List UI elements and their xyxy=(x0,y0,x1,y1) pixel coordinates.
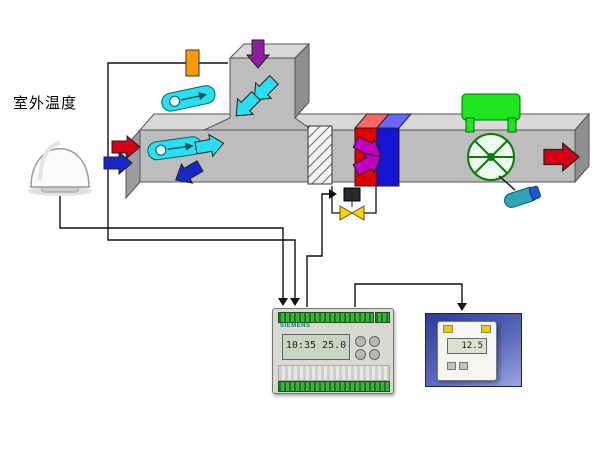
controller-button xyxy=(369,349,380,360)
room-unit-lcd: 12.5 xyxy=(447,338,487,354)
controller-button xyxy=(355,349,366,360)
damper-actuator-box xyxy=(185,49,200,77)
room-unit-panel: 12.5 xyxy=(425,313,522,387)
controller-terminal-strip xyxy=(375,312,390,323)
room-unit: 12.5 xyxy=(437,321,497,381)
valve-pipe xyxy=(331,186,340,214)
controller-terminal-labels xyxy=(278,365,390,381)
valve-actuator xyxy=(343,187,361,202)
fan-belt xyxy=(498,175,516,191)
air-filter xyxy=(307,125,333,185)
arrowhead-down-icon xyxy=(278,298,288,306)
valve-body-icon xyxy=(339,205,353,221)
room-unit-button xyxy=(447,362,456,370)
control-line-valve xyxy=(306,193,335,307)
controller-terminal-strip xyxy=(278,312,374,323)
valve-body-icon xyxy=(351,205,365,221)
control-line-damper xyxy=(107,62,296,305)
valve-pipe xyxy=(364,186,377,214)
fan-motor xyxy=(504,185,541,208)
control-lines xyxy=(59,62,463,309)
control-line-outdoor-sensor xyxy=(59,193,284,305)
controller-button xyxy=(369,336,380,347)
arrowhead-down-icon xyxy=(457,303,467,311)
arrowhead-down-icon xyxy=(290,298,300,306)
outdoor-temp-sensor-icon xyxy=(28,141,92,196)
duct-sensor-capsule xyxy=(161,85,216,112)
terminal-block xyxy=(481,325,491,333)
arrowhead-right-icon xyxy=(329,189,337,199)
controller-terminal-strip xyxy=(278,381,390,392)
room-unit-button xyxy=(459,362,468,370)
capsule-fan-icon xyxy=(169,95,181,107)
valve-assembly xyxy=(331,186,377,221)
controller-brand-label: SIEMENS xyxy=(280,323,311,329)
outdoor-temp-label: 室外温度 xyxy=(13,96,78,112)
damper-actuator xyxy=(185,49,228,77)
filter-hatch xyxy=(307,125,333,185)
controller-lcd: 10:35 25.0 xyxy=(282,334,350,360)
fan-housing xyxy=(461,93,521,121)
terminal-block xyxy=(443,325,453,333)
capsule-fan-icon xyxy=(155,144,167,156)
control-line-room-unit xyxy=(354,283,463,309)
duct-right-face xyxy=(574,112,590,184)
ddc-controller: SIEMENS 10:35 25.0 xyxy=(272,308,394,394)
controller-button xyxy=(355,336,366,347)
supply-fan xyxy=(461,93,541,208)
